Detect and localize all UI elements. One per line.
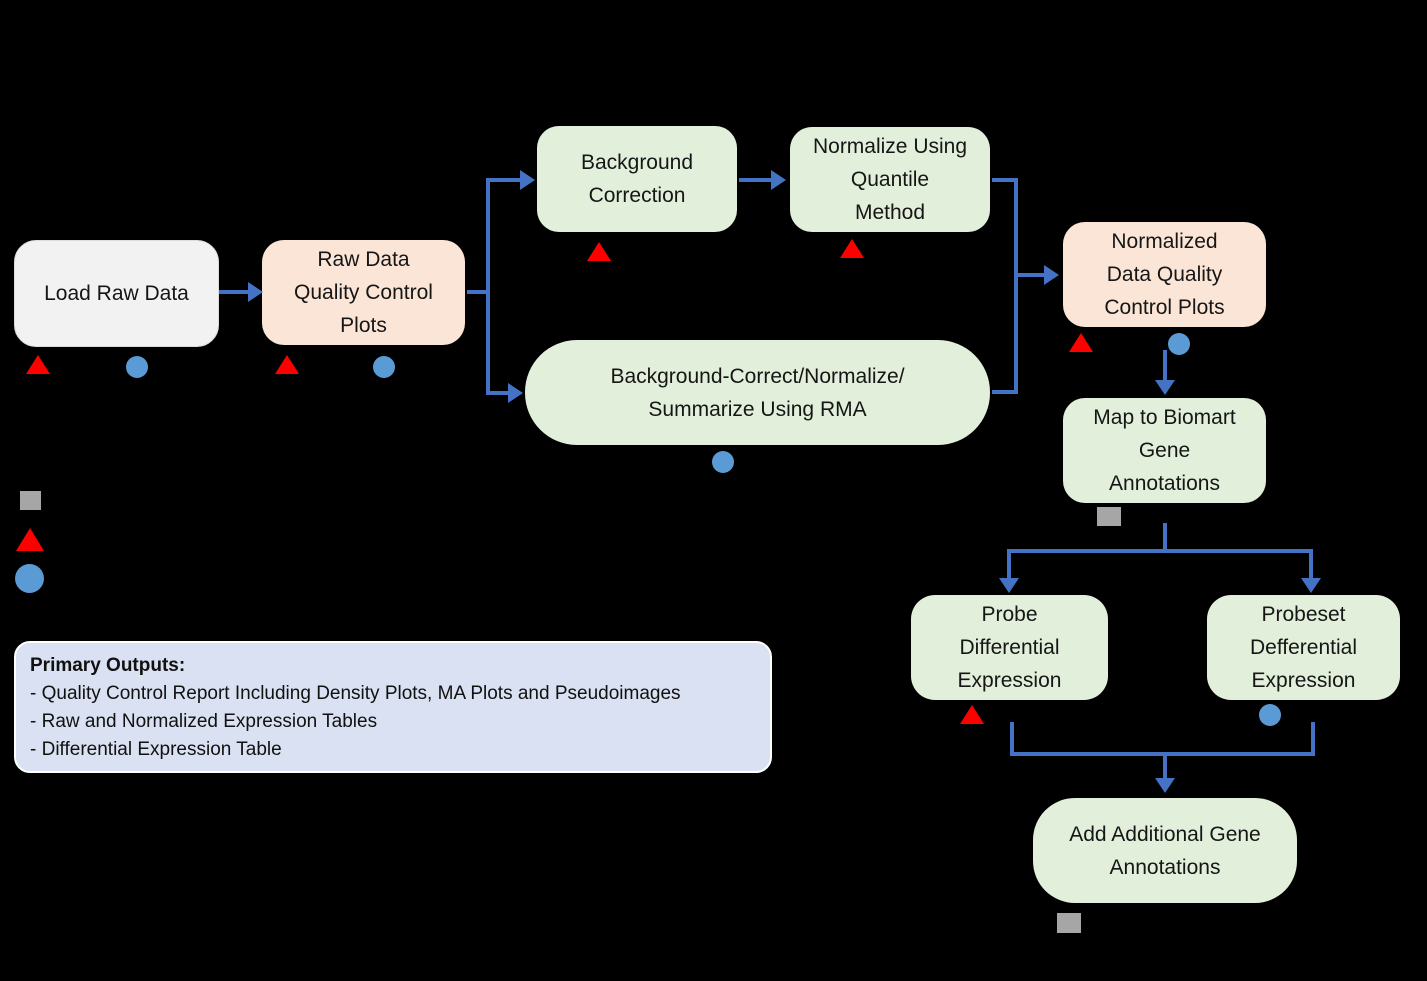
node-normalize-quantile-method: Normalize Using Quantile Method bbox=[790, 127, 990, 232]
primary-outputs-item: - Raw and Normalized Expression Tables bbox=[30, 711, 378, 732]
connector-quantile-stem bbox=[992, 178, 1016, 182]
connector-to-probe bbox=[1007, 549, 1011, 580]
node-label: Normalized bbox=[1111, 230, 1218, 253]
connector-rawqc-stem bbox=[467, 290, 488, 294]
node-label: Method bbox=[854, 201, 926, 224]
primary-outputs-item: - Differential Expression Table bbox=[30, 739, 282, 760]
node-label: Probe bbox=[981, 603, 1038, 626]
arrowhead-quantile bbox=[771, 170, 786, 190]
primary-outputs-title: Primary Outputs: bbox=[30, 655, 186, 676]
node-label: Correction bbox=[588, 184, 686, 207]
node-label: Quality Control bbox=[294, 281, 433, 304]
node-label: Load Raw Data bbox=[44, 282, 189, 305]
legend-gray-square-icon bbox=[20, 491, 41, 510]
primary-outputs-panel: Primary Outputs: - Quality Control Repor… bbox=[14, 641, 772, 773]
arrowhead-rma bbox=[508, 383, 523, 403]
node-background-correction: Background Correction bbox=[537, 126, 737, 232]
arrowhead-biomart bbox=[1155, 380, 1175, 395]
connector-to-normqc bbox=[1016, 273, 1046, 277]
legend-red-triangle-icon bbox=[16, 528, 44, 551]
node-label: Probeset bbox=[1261, 603, 1346, 626]
node-load-raw-data: Load Raw Data bbox=[14, 240, 219, 347]
node-raw-data-quality-control-plots: Raw Data Quality Control Plots bbox=[262, 240, 465, 345]
connector-to-probeset bbox=[1309, 549, 1313, 580]
connector-rma-stem bbox=[992, 390, 1016, 394]
node-label: Normalize Using bbox=[812, 135, 968, 158]
node-label: Map to Biomart bbox=[1093, 406, 1236, 429]
node-label: Add Additional Gene bbox=[1069, 822, 1261, 846]
node-label: Annotations bbox=[1109, 855, 1221, 879]
connector-probe-stem bbox=[1010, 722, 1014, 756]
connector-split-vertical bbox=[486, 178, 490, 395]
connector-de-split bbox=[1009, 549, 1313, 553]
node-label: Expression bbox=[1251, 669, 1356, 692]
arrowhead-rawqc bbox=[248, 282, 263, 302]
node-label: Annotations bbox=[1109, 472, 1220, 495]
red-triangle-marker bbox=[275, 355, 299, 374]
node-label: Defferential bbox=[1249, 636, 1357, 659]
red-triangle-marker bbox=[840, 239, 864, 258]
node-label: Raw Data bbox=[317, 248, 410, 271]
blue-circle-marker bbox=[126, 356, 148, 378]
node-probe-differential-expression: Probe Differential Expression bbox=[911, 595, 1108, 700]
connector-bgcorr-to-quantile bbox=[739, 178, 771, 182]
blue-circle-marker bbox=[1168, 333, 1190, 355]
node-map-to-biomart-gene-annotations: Map to Biomart Gene Annotations bbox=[1063, 398, 1266, 503]
red-triangle-marker bbox=[1069, 333, 1093, 352]
legend-blue-circle-icon bbox=[15, 564, 44, 593]
primary-outputs-item: - Quality Control Report Including Densi… bbox=[30, 683, 681, 704]
connector-to-rma bbox=[490, 391, 510, 395]
connector-load-to-rawqc bbox=[219, 290, 250, 294]
node-add-additional-gene-annotations: Add Additional Gene Annotations bbox=[1033, 798, 1297, 903]
connector-to-bgcorr bbox=[490, 178, 522, 182]
red-triangle-marker bbox=[960, 705, 984, 724]
node-label: Expression bbox=[957, 669, 1062, 692]
connector-probeset-stem bbox=[1311, 722, 1315, 756]
red-triangle-marker bbox=[587, 242, 611, 261]
gray-square-marker bbox=[1057, 913, 1081, 933]
connector-de-merge bbox=[1010, 752, 1315, 756]
connector-to-addannot bbox=[1163, 752, 1167, 780]
arrowhead-addannot bbox=[1155, 778, 1175, 793]
node-label: Background-Correct/Normalize/ bbox=[610, 364, 905, 388]
node-probeset-defferential-expression: Probeset Defferential Expression bbox=[1207, 595, 1400, 700]
arrowhead-probe bbox=[999, 578, 1019, 593]
node-label: Differential bbox=[959, 636, 1060, 659]
arrowhead-bgcorr bbox=[520, 170, 535, 190]
node-rma: Background-Correct/Normalize/ Summarize … bbox=[525, 340, 990, 445]
node-label: Data Quality bbox=[1106, 263, 1223, 286]
node-label: Control Plots bbox=[1104, 296, 1225, 319]
arrowhead-normqc bbox=[1044, 265, 1059, 285]
blue-circle-marker bbox=[373, 356, 395, 378]
gray-square-marker bbox=[1097, 507, 1121, 526]
node-label: Summarize Using RMA bbox=[648, 397, 867, 421]
node-label: Quantile bbox=[850, 168, 930, 191]
node-normalized-data-quality-control-plots: Normalized Data Quality Control Plots bbox=[1063, 222, 1266, 327]
arrowhead-probeset bbox=[1301, 578, 1321, 593]
connector-normqc-to-biomart bbox=[1163, 350, 1167, 382]
node-label: Gene bbox=[1138, 439, 1191, 462]
blue-circle-marker bbox=[1259, 704, 1281, 726]
blue-circle-marker bbox=[712, 451, 734, 473]
connector-merge-vertical bbox=[1014, 178, 1018, 394]
red-triangle-marker bbox=[26, 355, 50, 374]
node-label: Plots bbox=[340, 314, 387, 337]
node-label: Background bbox=[580, 151, 694, 174]
connector-biomart-stem bbox=[1163, 523, 1167, 553]
